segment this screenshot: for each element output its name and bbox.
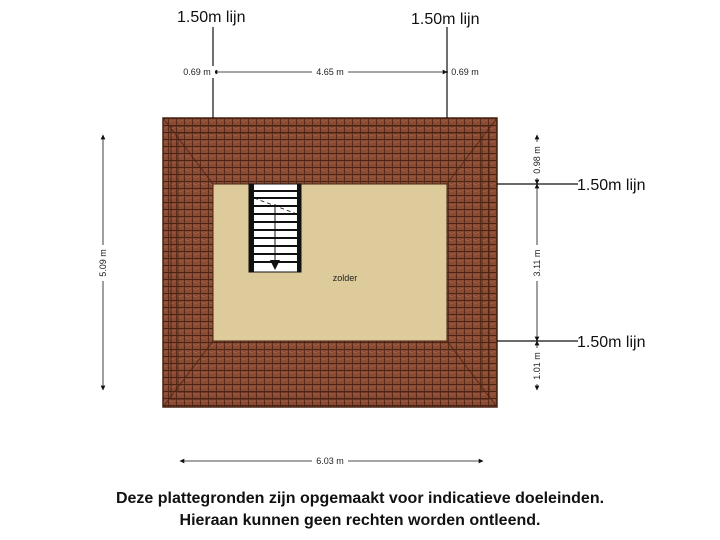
dim-right-top: 0.98 m	[532, 146, 542, 174]
stair-direction-arrow-icon	[270, 260, 280, 270]
line-label-top-right: 1.50m lijn	[411, 11, 479, 28]
line-label-right-lower: 1.50m lijn	[577, 334, 645, 351]
dim-bottom-total: 6.03 m	[316, 456, 344, 466]
dim-right-middle: 3.11 m	[532, 250, 542, 277]
line-label-right-upper: 1.50m lijn	[577, 177, 645, 194]
line-label-top-left: 1.50m lijn	[177, 9, 245, 26]
disclaimer-line-2: Hieraan kunnen geen rechten worden ontle…	[179, 512, 541, 529]
attic-floor	[212, 183, 448, 342]
dim-top-middle: 4.65 m	[316, 67, 344, 77]
dim-top-left: 0.69 m	[183, 67, 211, 77]
room-label: zolder	[333, 273, 358, 283]
dim-right-bottom: 1.01 m	[532, 352, 542, 380]
staircase	[248, 183, 302, 273]
dim-left-total: 5.09 m	[98, 249, 108, 277]
disclaimer-line-1: Deze plattegronden zijn opgemaakt voor i…	[115, 490, 605, 507]
dim-top-right: 0.69 m	[451, 67, 479, 77]
